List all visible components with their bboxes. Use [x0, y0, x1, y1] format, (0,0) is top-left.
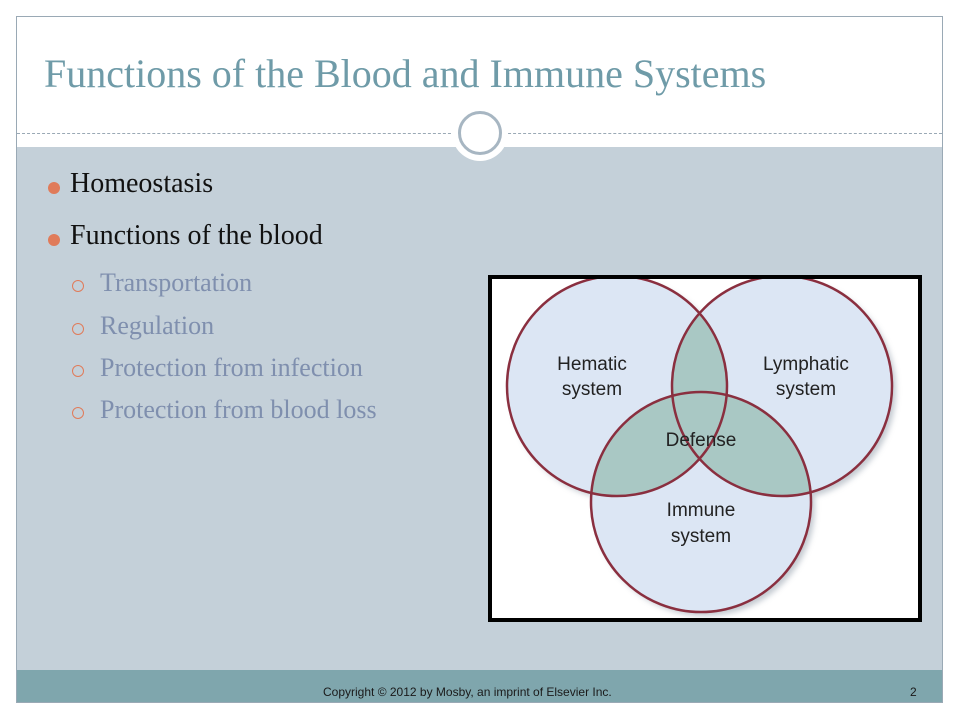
- copyright-notice: Copyright © 2012 by Mosby, an imprint of…: [323, 685, 612, 699]
- venn-label-hematic-line2: system: [562, 379, 622, 400]
- venn-label-defense: Defense: [666, 430, 737, 451]
- footer-bar: [17, 670, 942, 702]
- ring-icon: [458, 111, 502, 155]
- venn-overlap-hematic-immune: [591, 392, 727, 496]
- sub-bullet-protection-blood-loss: Protection from blood loss: [100, 395, 377, 424]
- ring-bullet-icon: [72, 280, 84, 292]
- venn-label-hematic: Hematic: [557, 354, 627, 375]
- page-number: 2: [910, 685, 917, 699]
- ring-bullet-icon: [72, 365, 84, 377]
- venn-label-lymphatic-line2: system: [776, 379, 836, 400]
- slide-title: Functions of the Blood and Immune System…: [44, 51, 767, 96]
- venn-overlap-lymphatic-immune: [672, 392, 811, 496]
- venn-label-lymphatic: Lymphatic: [763, 354, 849, 375]
- sub-bullet-transportation: Transportation: [100, 268, 253, 297]
- venn-outline-immune: [589, 390, 813, 614]
- bullet-homeostasis: Homeostasis: [70, 168, 214, 199]
- venn-label-immune: Immune: [667, 500, 736, 521]
- venn-diagram: Hematic system Lymphatic system Defense …: [488, 275, 922, 622]
- venn-outline-hematic: [505, 279, 729, 498]
- sub-bullet-regulation: Regulation: [100, 311, 215, 340]
- bullet-dot-icon: [48, 182, 60, 194]
- venn-diagram-svg: Hematic system Lymphatic system Defense …: [505, 279, 894, 614]
- ring-bullet-icon: [72, 323, 84, 335]
- venn-label-immune-line2: system: [671, 526, 731, 547]
- ring-bullet-icon: [72, 407, 84, 419]
- venn-outline-lymphatic: [670, 279, 894, 498]
- bullet-functions-of-blood: Functions of the blood: [70, 220, 323, 251]
- sub-bullet-protection-infection: Protection from infection: [100, 353, 363, 382]
- bullet-dot-icon: [48, 234, 60, 246]
